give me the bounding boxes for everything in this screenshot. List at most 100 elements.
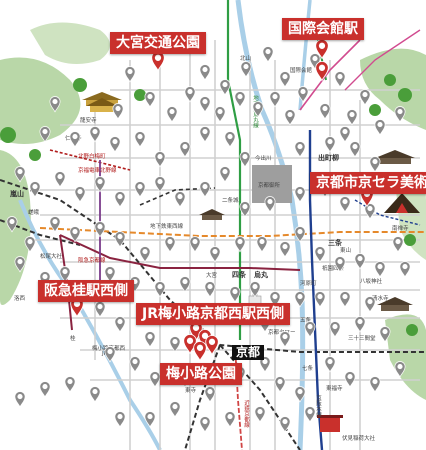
map-pin-icon[interactable] xyxy=(124,66,136,83)
map-pin-icon[interactable] xyxy=(114,191,126,208)
map-pin-icon[interactable] xyxy=(224,131,236,148)
map-pin-icon[interactable] xyxy=(104,266,116,283)
map-pin-icon[interactable] xyxy=(369,376,381,393)
map-pin-icon[interactable] xyxy=(154,176,166,193)
map-pin-icon[interactable] xyxy=(294,226,306,243)
map-pin-icon[interactable] xyxy=(399,261,411,278)
map-pin-icon[interactable] xyxy=(334,71,346,88)
map-pin-icon[interactable] xyxy=(284,109,296,126)
map-pin-icon[interactable] xyxy=(219,79,231,96)
map-pin-icon[interactable] xyxy=(269,91,281,108)
map-pin-icon[interactable] xyxy=(214,106,226,123)
map-pin-icon[interactable] xyxy=(199,64,211,81)
map-pin-icon[interactable] xyxy=(154,281,166,298)
map-pin-icon[interactable] xyxy=(394,361,406,378)
map-pin-icon[interactable] xyxy=(209,246,221,263)
map-pin-icon[interactable] xyxy=(94,176,106,193)
map-pin-icon[interactable] xyxy=(354,316,366,333)
map-pin-icon[interactable] xyxy=(379,326,391,343)
map-pin-icon[interactable] xyxy=(254,406,266,423)
map-pin-icon[interactable] xyxy=(239,151,251,168)
map-pin-icon[interactable] xyxy=(392,236,404,253)
map-pin-icon[interactable] xyxy=(184,86,196,103)
map-pin-icon[interactable] xyxy=(349,141,361,158)
map-pin-icon[interactable] xyxy=(6,216,18,233)
map-pin-icon[interactable] xyxy=(334,256,346,273)
map-pin-icon[interactable] xyxy=(279,71,291,88)
map-pin-icon[interactable] xyxy=(89,386,101,403)
map-pin-icon[interactable] xyxy=(166,106,178,123)
map-pin-icon[interactable] xyxy=(394,106,406,123)
map-pin-icon[interactable] xyxy=(319,103,331,120)
station-badge-kyoto[interactable]: 京都 xyxy=(232,345,265,360)
map-pin-icon[interactable] xyxy=(179,141,191,158)
map-pin-icon[interactable] xyxy=(74,186,86,203)
map-pin-icon[interactable] xyxy=(239,201,251,218)
map-pin-icon[interactable] xyxy=(134,181,146,198)
map-pin-icon[interactable] xyxy=(134,131,146,148)
map-pin-icon[interactable] xyxy=(24,236,36,253)
map-pin-icon[interactable] xyxy=(364,203,376,220)
map-pin-icon[interactable] xyxy=(144,331,156,348)
map-pin-icon[interactable] xyxy=(39,126,51,143)
map-pin-icon[interactable] xyxy=(294,141,306,158)
map-pin-icon[interactable] xyxy=(234,91,246,108)
map-pin-icon[interactable] xyxy=(249,281,261,298)
map-pin-icon[interactable] xyxy=(344,371,356,388)
map-pin-icon[interactable] xyxy=(314,291,326,308)
map-pin-icon[interactable] xyxy=(329,321,341,338)
map-pin-icon[interactable] xyxy=(59,266,71,283)
map-pin-icon[interactable] xyxy=(354,253,366,270)
map-pin-icon[interactable] xyxy=(29,181,41,198)
map-pin-icon[interactable] xyxy=(199,126,211,143)
map-pin-icon[interactable] xyxy=(364,296,376,313)
map-pin-icon[interactable] xyxy=(112,103,124,120)
map-pin-icon[interactable] xyxy=(279,416,291,433)
callout-omiya-park[interactable]: 大宮交通公園 xyxy=(110,32,206,54)
map-pin-icon[interactable] xyxy=(69,131,81,148)
map-pin-icon[interactable] xyxy=(199,416,211,433)
map-pin-icon[interactable] xyxy=(189,236,201,253)
map-pin-icon[interactable] xyxy=(64,376,76,393)
map-pin-icon[interactable] xyxy=(279,241,291,258)
map-pin-icon[interactable] xyxy=(204,281,216,298)
map-pin-icon[interactable] xyxy=(104,346,116,363)
map-pin-icon[interactable] xyxy=(169,336,181,353)
map-pin-icon[interactable] xyxy=(139,246,151,263)
map-pin-icon[interactable] xyxy=(114,231,126,248)
map-pin-icon[interactable] xyxy=(199,96,211,113)
map-pin-icon[interactable] xyxy=(219,166,231,183)
map-pin-icon[interactable] xyxy=(149,371,161,388)
map-pin-icon[interactable] xyxy=(297,86,309,103)
map-pin-icon[interactable] xyxy=(144,411,156,428)
map-pin-icon[interactable] xyxy=(264,196,276,213)
map-pin-icon[interactable] xyxy=(39,381,51,398)
map-pin-icon[interactable] xyxy=(240,61,252,78)
map-pin-icon[interactable] xyxy=(259,356,271,373)
map-pin-icon[interactable] xyxy=(369,156,381,173)
map-pin-icon[interactable] xyxy=(154,151,166,168)
map-pin-icon[interactable] xyxy=(269,291,281,308)
callout-kyocera-museum[interactable]: 京都市京セラ美術館 xyxy=(310,172,426,194)
map-pin-icon[interactable] xyxy=(234,236,246,253)
callout-umekoji-park[interactable]: 梅小路公園 xyxy=(160,363,242,385)
map-pin-icon[interactable] xyxy=(49,216,61,233)
map-pin-icon[interactable] xyxy=(164,236,176,253)
map-pin-icon[interactable] xyxy=(14,256,26,273)
map-pin-icon[interactable] xyxy=(94,221,106,238)
map-pin-icon[interactable] xyxy=(169,401,181,418)
map-pin-icon[interactable] xyxy=(193,341,207,362)
map-pin-icon[interactable] xyxy=(129,356,141,373)
map-pin-icon[interactable] xyxy=(174,191,186,208)
map-pin-icon[interactable] xyxy=(304,321,316,338)
map-pin-icon[interactable] xyxy=(144,91,156,108)
map-pin-icon[interactable] xyxy=(279,331,291,348)
callout-hankyu-katsura[interactable]: 阪急桂駅西側 xyxy=(38,280,134,302)
map-pin-icon[interactable] xyxy=(359,89,371,106)
map-pin-icon[interactable] xyxy=(339,196,351,213)
map-pin-icon[interactable] xyxy=(374,261,386,278)
map-pin-icon[interactable] xyxy=(346,109,358,126)
map-pin-icon[interactable] xyxy=(324,136,336,153)
map-pin-icon[interactable] xyxy=(205,335,219,356)
map-pin-icon[interactable] xyxy=(229,286,241,303)
